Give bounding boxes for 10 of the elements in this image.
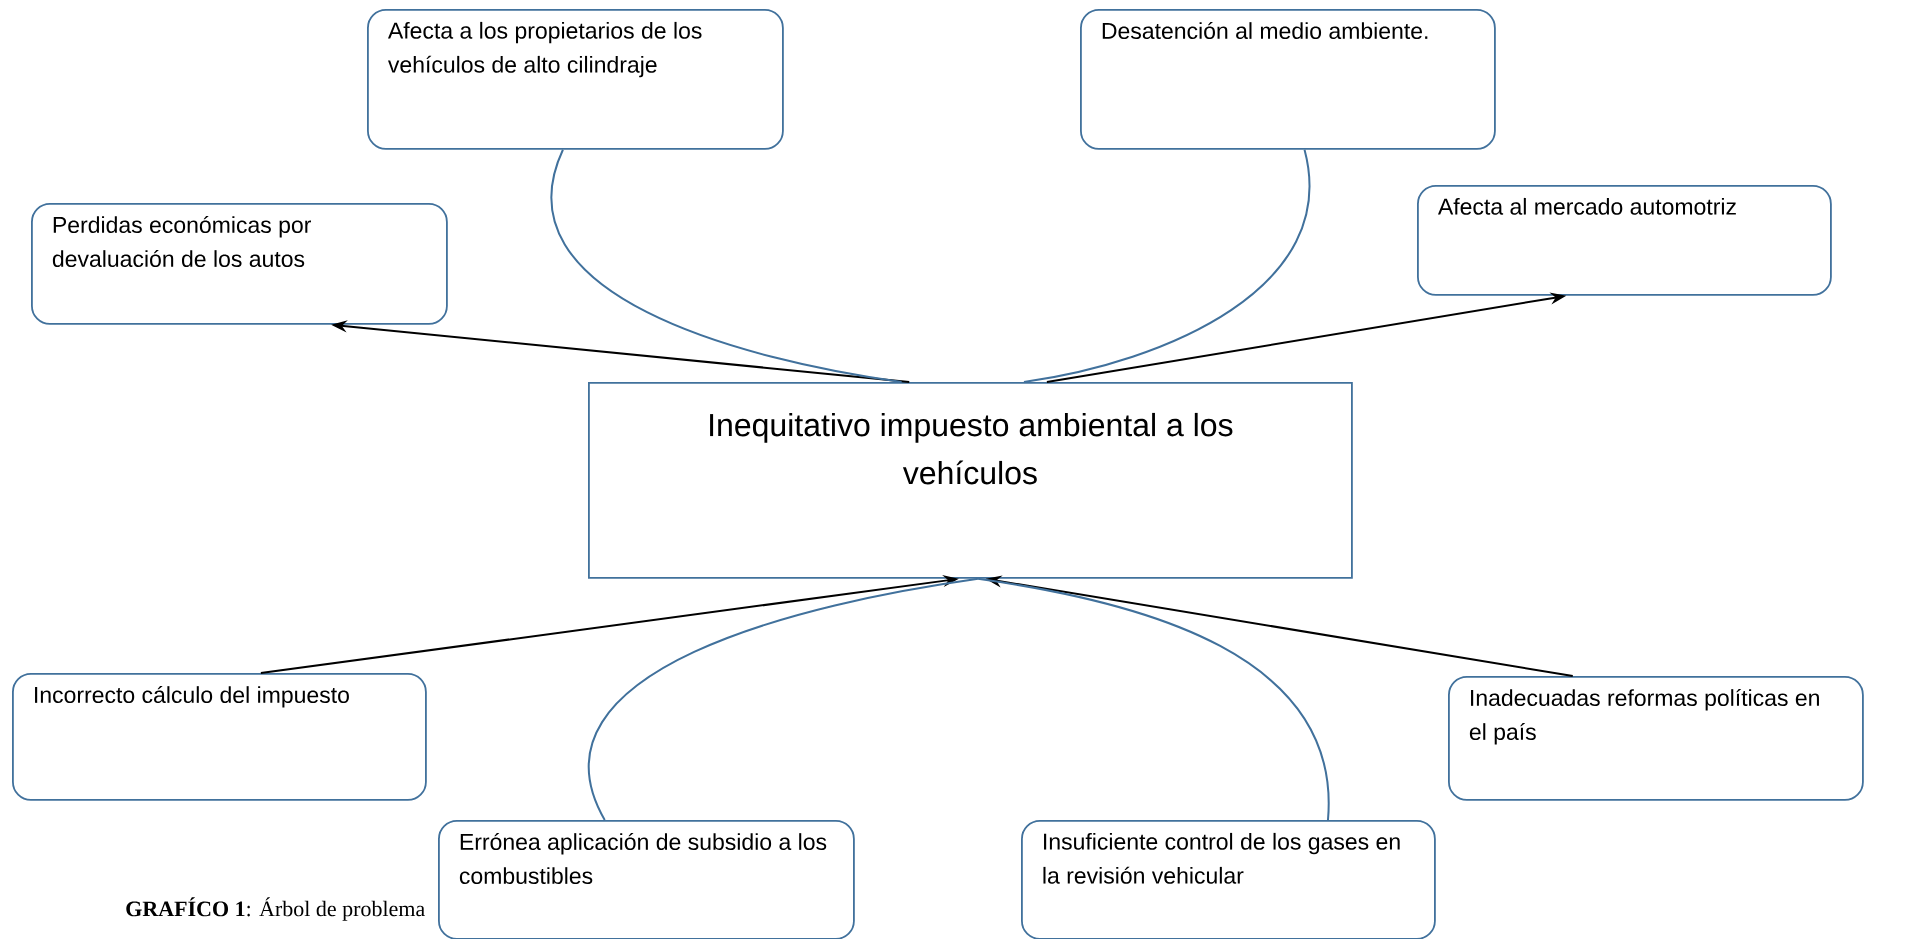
text-box: Afecta al mercado automotriz xyxy=(1417,185,1832,296)
text-box: Desatención al medio ambiente. xyxy=(1080,9,1496,150)
caption: GRAFÍCO 1: Árbol de problema xyxy=(126,897,425,921)
problem-box: Inequitativo impuesto ambiental a los vehículos xyxy=(588,382,1353,579)
text-box: Insuficiente control de los gases en la revisión vehicular xyxy=(1021,820,1436,939)
text-box: Incorrecto cálculo del impuesto xyxy=(12,673,427,801)
text-box: Errónea aplicación de subsidio a los combustibles xyxy=(438,820,855,939)
text-box: Afecta a los propietarios de los vehículos de alto cilindraje xyxy=(367,9,784,150)
text-box: Perdidas económicas por devaluación de los autos xyxy=(31,203,448,325)
text-box: Inadecuadas reformas políticas en el país xyxy=(1448,676,1864,801)
